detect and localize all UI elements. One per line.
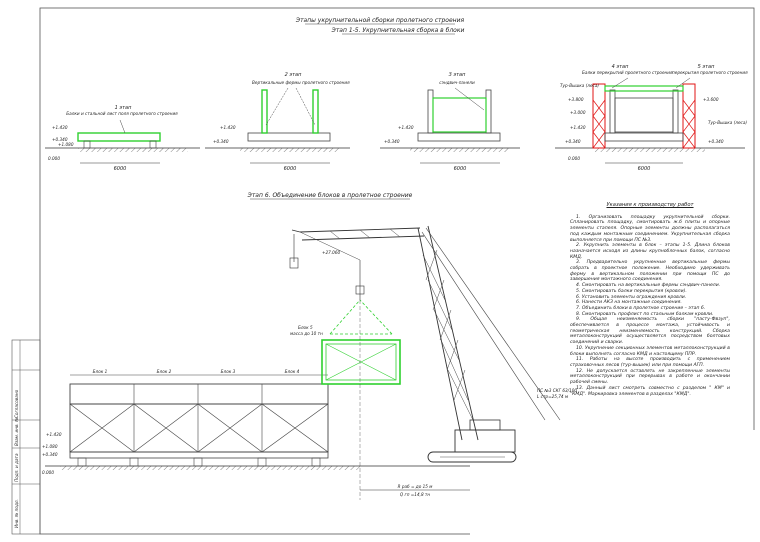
crane-capacity: Q гп =14,8 тн [400,492,430,497]
stage-5-desc: перекрытия пролетного строения [672,70,748,75]
work-instructions: Указания к производству работ 1. Организ… [570,202,730,397]
elev-0340: +0.340 [52,137,68,142]
stage-2-label: 2 этап [285,72,302,78]
span-dim-3: 6000 [454,166,467,172]
stage-2-desc: Вертикальные фермы пролетного строения [252,80,350,85]
elev-3800: +3.800 [568,97,584,102]
stamp-inventory: Инв. № подл. [14,499,19,528]
note-item: 6. Нанести АКЗ на монтажные соединения. [576,300,682,306]
elev-0000-4: 0.000 [568,156,580,161]
elev-0340-2: +0.340 [213,139,229,144]
stamp-replace: Взам. инв. № [14,417,19,446]
elev-1430-6: +1.430 [46,432,62,437]
span-dim-2: 6000 [284,166,297,172]
note-item: 1. Организовать площадку укрупнительной … [570,214,730,243]
elev-27060: +27.060 [322,250,340,255]
note-item: 13. Данный лист смотреть совместно с раз… [570,385,730,397]
crane-boom: L стр=25,74 м [537,394,568,399]
crane-reach: R раб = до 15 м [398,484,433,489]
side-stamp: Согласовано Взам. инв. № Подп. и дата Ин… [11,339,41,535]
stage1-5-title: Этап 1-5. Укрупнительная сборка в блоки [331,27,465,34]
block-4-label: Блок 4 [285,369,300,374]
elev-3600: +3.600 [703,97,719,102]
stage-1-desc: Балки и стальной лист поля пролетного ст… [66,111,178,116]
stage-3-desc: сэндвич-панели [439,80,475,85]
stage6-title: Этап 6. Объединение блоков в пролетное с… [247,192,413,199]
span-dim: 6000 [114,166,127,172]
note-item: 10. Укрупнение секционных элементов мета… [570,345,730,357]
stage-3-label: 3 этап [449,72,466,78]
stage-4-desc: Балки перекрытий пролетного строения [582,70,673,75]
stage-5-label: 5 этап [698,64,715,70]
block-2-label: Блок 2 [157,369,172,374]
scaffold-right-label: Тур-Вышка (леса) [708,120,747,125]
stage-4-5-drawing: 4 этап Балки перекрытий пролетного строе… [555,64,748,172]
notes-heading: Указания к производству работ [606,202,694,208]
stage-4-label: 4 этап [612,64,629,70]
stamp-agreed: Согласовано [14,389,19,418]
note-item: 11. Работы на высоте производить с приме… [570,357,730,368]
stage-2-drawing: 2 этап Вертикальные фермы пролетного стр… [205,72,350,172]
elev-1430-4: +1.430 [570,125,586,130]
elev-0340-4: +0.340 [565,139,581,144]
elev-3000: +3.000 [570,110,586,115]
main-title: Этапы укрупнительной сборки пролетного с… [295,17,465,24]
note-item: 12. Не допускается оставлять не закрепле… [570,368,730,386]
block-5-mass: масса до 10 тн [290,331,323,336]
note-item: 6. Установить элементы ограждения кровли… [576,294,687,300]
note-item: 3. Предварительно укрупненные вертикальн… [570,260,730,283]
elev-0340-3: +0.340 [384,139,400,144]
block-3-label: Блок 3 [221,369,236,374]
elev-1430: +1.430 [52,125,68,130]
note-item: 5. Смонтировать балки перекрытия (кровли… [576,288,687,294]
note-item: 9. Общая неизменяемость сборки "пасту-Фв… [570,317,730,346]
elev-1430-2: +1.430 [220,125,236,130]
elev-0340-5: +0.340 [708,139,724,144]
stage-1-label: 1 этап [115,105,132,111]
elev-1430-3: +1.430 [398,125,414,130]
elev-1080-6: +1.080 [42,444,58,449]
elev-1080: +1.080 [58,142,74,147]
stage-1-drawing: 1 этап Балки и стальной лист поля пролет… [45,105,200,172]
elev-0000: 0.000 [48,156,60,161]
stage-6-drawing: Блок 1 Блок 2 Блок 3 Блок 4 +1.430 +1.08… [42,225,577,500]
sheet-frame [39,7,755,535]
note-item: 4. Смонтировать на вертикальные фермы сэ… [576,283,721,289]
block-1-label: Блок 1 [93,369,108,374]
elev-0340-6: +0.340 [42,452,58,457]
note-item: 7. Объединить блоки в пролетное строение… [576,305,706,311]
crane-model: ПС №3 СКГ 63/100 [537,388,577,393]
scaffold-left-label: Тур-Вышка (леса) [560,83,599,88]
note-item: 2. Укрупнить элементы в блок – этапы 1-5… [570,243,730,260]
elev-0000-6: 0.000 [42,470,54,475]
note-item: 8. Смонтировать профлист по стальным бал… [576,311,714,317]
stamp-sign-date: Подп. и дата [14,453,19,482]
span-dim-4: 6000 [638,166,651,172]
stage-3-drawing: 3 этап сэндвич-панели +1.430 +0.340 6000 [380,72,520,172]
block-5-label: Блок 5 [298,325,313,330]
